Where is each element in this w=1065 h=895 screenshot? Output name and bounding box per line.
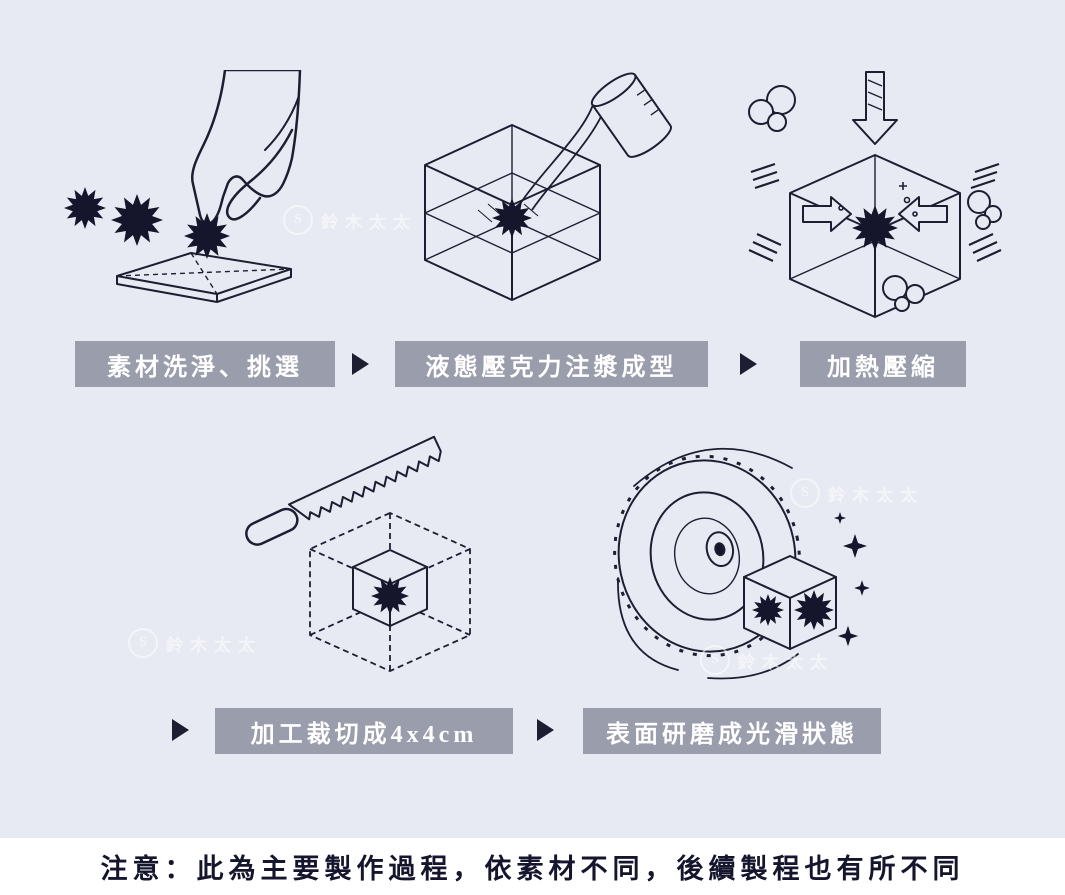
step-label-5: 表面研磨成光滑狀態 [583, 708, 881, 754]
saw-blade [288, 435, 442, 521]
illustration-heat-compression [748, 71, 1002, 318]
watermark-text: 鈴木太太 [321, 212, 417, 232]
sparkle-icon [854, 580, 870, 596]
measuring-cup [590, 72, 672, 158]
liquid-surface [424, 172, 601, 254]
illustration-hand-picking [64, 70, 302, 303]
steam-clouds [748, 85, 1002, 312]
hand [191, 70, 302, 225]
spiky-ball [111, 194, 163, 246]
hand-saw [245, 435, 442, 546]
sparkle-icon [834, 512, 846, 524]
note-bar: 注意：此為主要製作過程，依素材不同，後續製程也有所不同 [0, 838, 1065, 895]
sparkle-icon [837, 625, 859, 647]
step-arrow-icon [352, 353, 369, 375]
step-arrow-icon [740, 353, 757, 375]
step-label-3: 加熱壓縮 [800, 341, 966, 387]
illustration-polishing [613, 447, 870, 680]
watermark-logo-icon: S [128, 628, 158, 658]
pressure-lines [748, 162, 1002, 262]
graduation-marks [636, 89, 659, 116]
plate [116, 252, 292, 303]
motion-arcs [617, 447, 799, 680]
pour-stream [519, 97, 607, 211]
spiky-ball [64, 187, 106, 229]
step-arrow-icon [172, 719, 189, 741]
illustration-saw-cutting [245, 435, 471, 672]
press-arrows-side-icon [802, 196, 948, 232]
sparkle-icon [843, 534, 867, 558]
step-label-4: 加工裁切成4x4cm [215, 708, 513, 754]
press-arrow-down-icon [852, 71, 898, 145]
specks [838, 182, 918, 217]
note-text: 注意：此為主要製作過程，依素材不同，後續製程也有所不同 [100, 854, 965, 884]
spiky-ball [492, 198, 532, 238]
illustration-acrylic-pouring [424, 72, 672, 301]
step-label-2: 液態壓克力注漿成型 [395, 341, 708, 387]
buffing-wheel [613, 454, 801, 658]
step-label-1: 素材洗淨、挑選 [75, 341, 335, 387]
step-arrow-icon [537, 719, 554, 741]
spiky-ball [852, 205, 898, 251]
